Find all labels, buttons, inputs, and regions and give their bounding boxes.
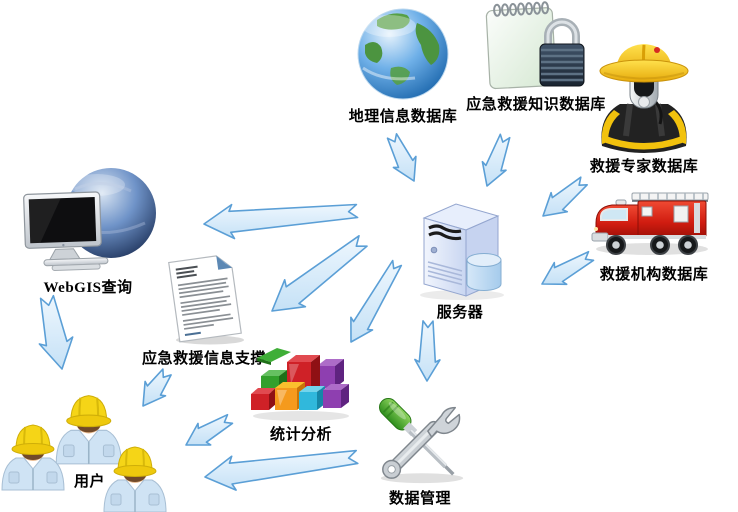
node-users: 用户 (0, 382, 186, 512)
node-server: 服务器 (402, 190, 518, 322)
arrow-webgis-to-users (38, 294, 74, 370)
notepad-lock-icon (485, 1, 585, 90)
node-label-expert-db: 救援专家数据库 (589, 159, 699, 175)
node-label-knowledge-db: 应急救援知识数据库 (466, 97, 606, 113)
worker-figure (1, 424, 65, 491)
node-label-agency-db: 救援机构数据库 (599, 267, 709, 283)
server-icon (420, 203, 504, 300)
arrow-datamgmt-to-users (204, 449, 359, 491)
arrow-expert_db-to-server (542, 176, 589, 217)
fire-truck-icon (591, 192, 709, 255)
node-datamgmt: 数据管理 (366, 392, 474, 508)
monitor-globe-icon (23, 168, 156, 271)
arrow-server-to-webgis (203, 203, 359, 240)
document-icon (168, 255, 244, 345)
stat-blocks-icon (251, 348, 349, 421)
tools-icon (379, 398, 464, 484)
node-knowledge-db: 应急救援知识数据库 (462, 0, 610, 114)
node-label-stats: 统计分析 (269, 427, 332, 443)
worker-figure (103, 446, 167, 512)
node-support: 应急救援信息支撑 (138, 250, 270, 368)
node-label-geo-db: 地理信息数据库 (348, 109, 458, 125)
node-geo-db: 地理信息数据库 (342, 6, 464, 126)
node-label-server: 服务器 (436, 305, 484, 321)
node-webgis: WebGIS查询 (14, 165, 162, 297)
arrow-stats-to-users (185, 413, 234, 446)
node-label-users: 用户 (74, 474, 106, 490)
globe-icon (357, 8, 449, 100)
arrow-geo_db-to-server (386, 133, 417, 182)
node-label-datamgmt: 数据管理 (388, 491, 451, 507)
node-agency-db: 救援机构数据库 (586, 180, 722, 284)
node-label-support: 应急救援信息支撑 (141, 351, 266, 367)
worker-figure (55, 395, 122, 465)
node-stats: 统计分析 (245, 336, 357, 444)
arrow-server-to-stats (350, 259, 403, 343)
arrow-server-to-support (271, 235, 368, 312)
firefighter-icon (599, 44, 689, 153)
arrow-knowledge_db-to-server (481, 133, 511, 187)
node-expert-db: 救援专家数据库 (584, 40, 704, 176)
node-label-webgis: WebGIS查询 (43, 280, 133, 296)
arrow-server-to-datamgmt (414, 320, 441, 382)
workers-icon (1, 395, 167, 512)
